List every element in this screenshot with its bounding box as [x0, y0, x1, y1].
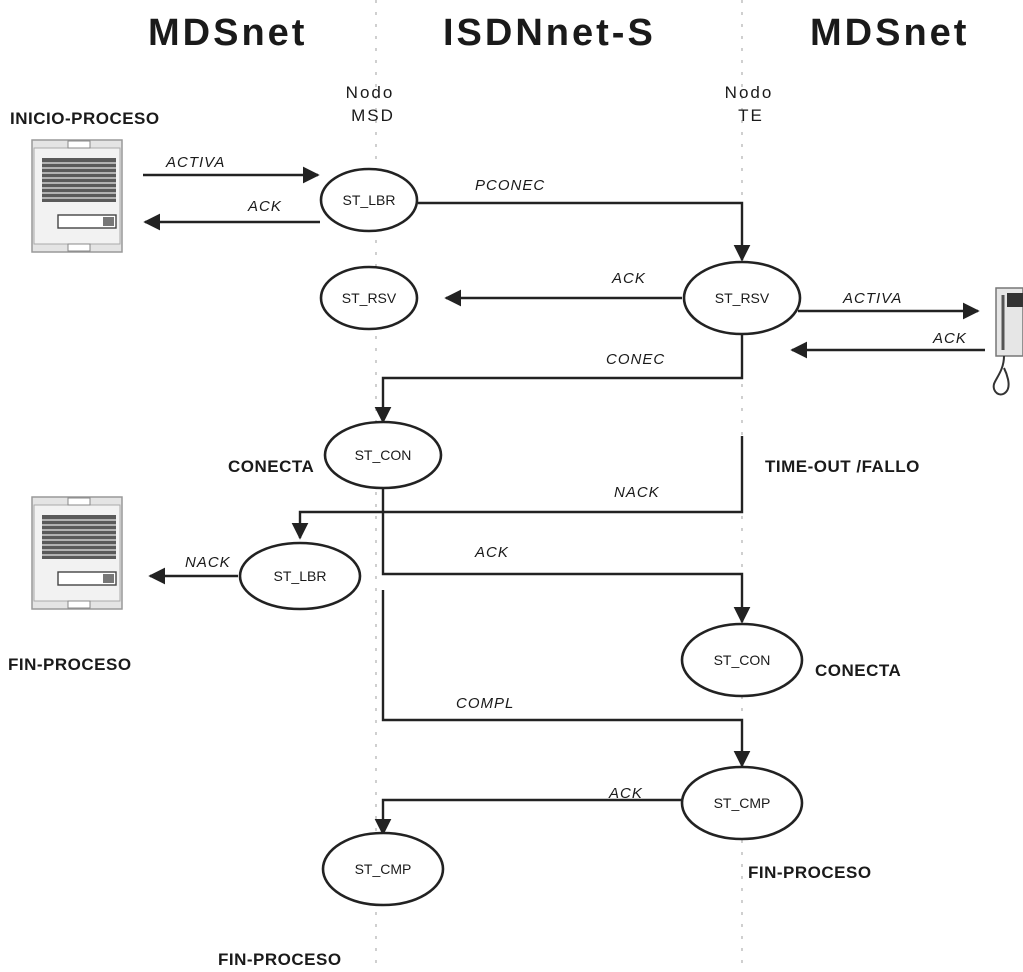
- state-node: ST_LBR: [319, 167, 419, 233]
- nodo-msd-line1: Nodo: [346, 83, 395, 102]
- msg-ack-in: ACK: [932, 330, 967, 347]
- label-conecta-right: CONECTA: [815, 661, 901, 680]
- state-label: ST_LBR: [274, 568, 327, 584]
- state-label: ST_CMP: [714, 795, 771, 811]
- arrow-ack-cmp: [374, 798, 682, 836]
- label-fin-proceso-bottom: FIN-PROCESO: [218, 950, 342, 969]
- msg-activa-in: ACTIVA: [165, 154, 225, 171]
- nodo-te-line1: Nodo: [725, 83, 774, 102]
- arrow-pconec: [418, 201, 751, 262]
- label-inicio-proceso: INICIO-PROCESO: [10, 109, 160, 128]
- arrow-conec: [374, 334, 744, 424]
- state-label: ST_RSV: [342, 290, 397, 306]
- msg-ack-cmp: ACK: [608, 785, 643, 802]
- msg-ack-rsv: ACK: [611, 270, 646, 287]
- intercom-panel-icon: [31, 496, 123, 610]
- state-node: ST_LBR: [238, 541, 362, 611]
- state-node: ST_CMP: [321, 831, 445, 907]
- connectors: [143, 166, 985, 836]
- state-node: ST_RSV: [319, 265, 419, 331]
- msg-ack-con: ACK: [474, 544, 509, 561]
- nodo-te-line2: TE: [738, 106, 764, 125]
- arrow-ack-con: [381, 488, 751, 624]
- nodo-msd-line2: MSD: [351, 106, 395, 125]
- arrow-nack-timeout: [291, 436, 744, 540]
- state-node: ST_RSV: [682, 260, 802, 336]
- msg-nack-timeout: NACK: [614, 484, 660, 501]
- msg-nack-out: NACK: [185, 554, 231, 571]
- msg-ack-out: ACK: [247, 198, 282, 215]
- state-label: ST_LBR: [343, 192, 396, 208]
- label-conecta-left: CONECTA: [228, 457, 314, 476]
- header-mdsnet-left: MDSnet: [148, 12, 307, 54]
- label-fin-proceso-left: FIN-PROCESO: [8, 655, 132, 674]
- state-node: ST_CON: [680, 622, 804, 698]
- label-fin-proceso-right: FIN-PROCESO: [748, 863, 872, 882]
- header-isdnnet: ISDNnet-S: [443, 12, 656, 54]
- state-node: ST_CMP: [680, 765, 804, 841]
- state-label: ST_RSV: [715, 290, 770, 306]
- msg-pconec: PCONEC: [475, 177, 545, 194]
- header-mdsnet-right: MDSnet: [810, 12, 969, 54]
- state-label: ST_CMP: [355, 861, 412, 877]
- state-node: ST_CON: [323, 420, 443, 490]
- label-timeout-fallo: TIME-OUT /FALLO: [765, 457, 920, 476]
- state-label: ST_CON: [714, 652, 771, 668]
- handset-icon: [992, 287, 1023, 396]
- msg-activa-out: ACTIVA: [842, 290, 902, 307]
- arrow-compl: [381, 590, 751, 768]
- msg-compl: COMPL: [456, 695, 514, 712]
- state-label: ST_CON: [355, 447, 412, 463]
- msg-conec: CONEC: [606, 351, 665, 368]
- intercom-panel-icon: [31, 139, 123, 253]
